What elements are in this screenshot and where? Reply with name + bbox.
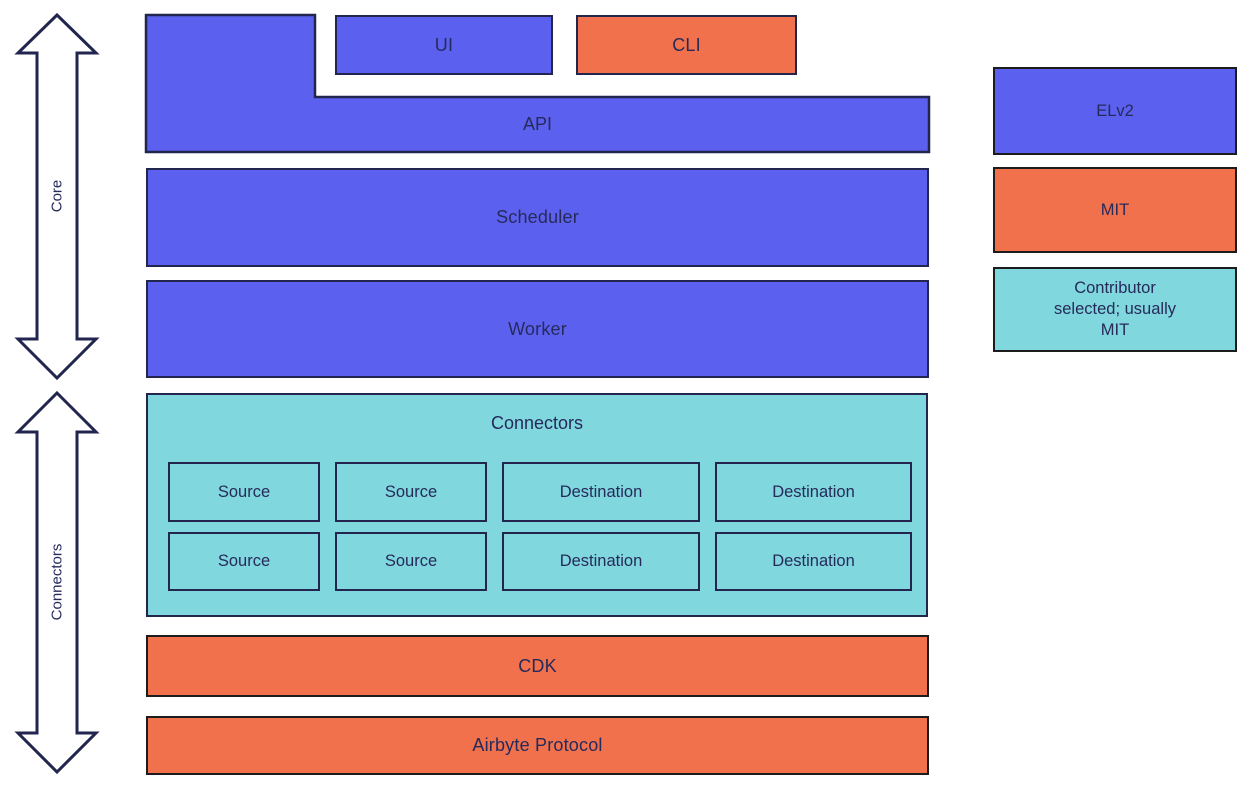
- legend-elv2: ELv2: [993, 67, 1237, 155]
- connectors-rail-arrow: [14, 390, 100, 775]
- destination-connector-box: Destination: [715, 532, 912, 591]
- connectors-group-block: Connectors Source Source Destination Des…: [146, 393, 928, 617]
- scheduler-block: Scheduler: [146, 168, 929, 267]
- source-connector-box: Source: [168, 462, 320, 522]
- legend-mit: MIT: [993, 167, 1237, 253]
- cli-block: CLI: [576, 15, 797, 75]
- destination-connector-box: Destination: [715, 462, 912, 522]
- api-block-label: API: [522, 114, 552, 134]
- worker-block: Worker: [146, 280, 929, 378]
- legend-mit-label: MIT: [1100, 200, 1130, 219]
- airbyte-protocol-block: Airbyte Protocol: [146, 716, 929, 775]
- legend-elv2-label: ELv2: [1096, 101, 1134, 120]
- legend-contributor: Contributor selected; usually MIT: [993, 267, 1237, 352]
- cdk-block: CDK: [146, 635, 929, 697]
- source-connector-box: Source: [335, 532, 487, 591]
- source-connector-box: Source: [335, 462, 487, 522]
- destination-connector-box: Destination: [502, 462, 700, 522]
- source-connector-box: Source: [168, 532, 320, 591]
- ui-block: UI: [335, 15, 553, 75]
- destination-connector-box: Destination: [502, 532, 700, 591]
- legend-contributor-label: Contributor selected; usually MIT: [1054, 279, 1176, 339]
- core-rail-arrow: [14, 12, 100, 381]
- core-rail-label: Core: [48, 179, 66, 213]
- connectors-rail-label: Connectors: [48, 543, 66, 621]
- webapp-api-block-shape: [144, 13, 931, 154]
- connectors-group-title: Connectors: [490, 413, 584, 433]
